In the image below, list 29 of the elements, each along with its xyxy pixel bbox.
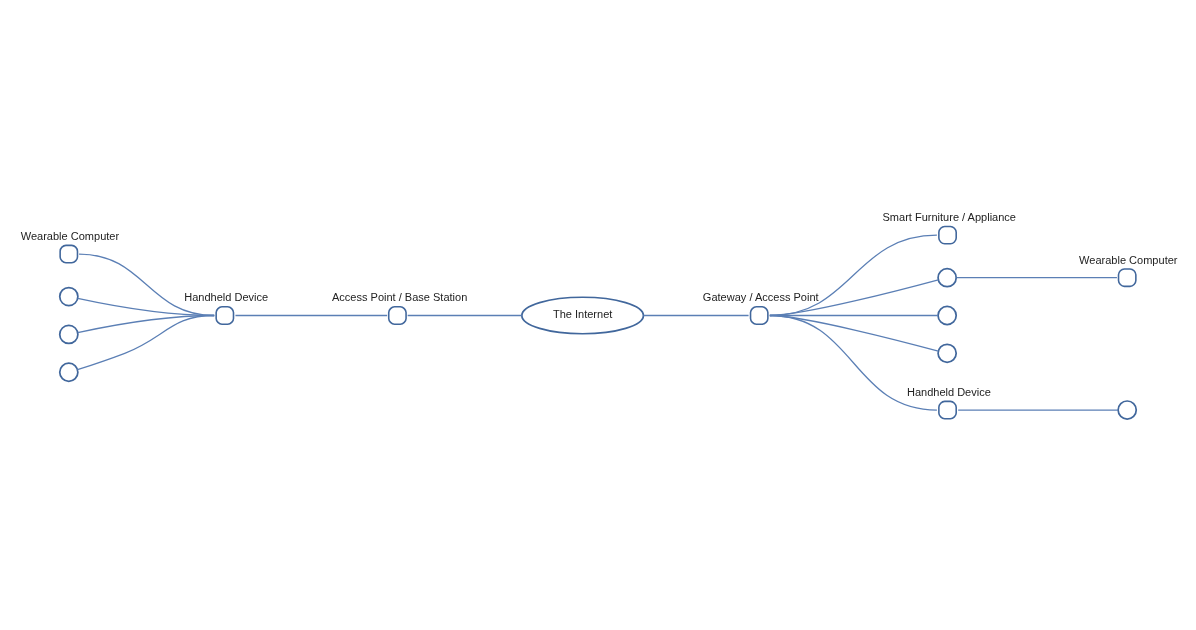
node-label: Smart Furniture / Appliance — [882, 210, 1017, 223]
node-circle — [58, 361, 79, 382]
node-label: Handheld Device — [184, 290, 269, 303]
node-circle — [59, 244, 79, 263]
node-label: Handheld Device — [906, 385, 991, 398]
node-circle — [215, 305, 235, 325]
connector — [955, 276, 1118, 278]
node-circle — [58, 286, 79, 306]
connector — [76, 314, 215, 370]
node-circle — [938, 225, 957, 245]
node-label: Access Point / Base Station — [332, 290, 468, 303]
node-circle — [1117, 399, 1138, 420]
connector — [957, 408, 1119, 411]
node-circle — [938, 400, 957, 420]
connector — [234, 314, 388, 316]
node-label: Gateway / Access Point — [702, 290, 819, 303]
node-circle — [937, 267, 958, 288]
node-circle — [749, 305, 769, 325]
connector — [642, 314, 750, 316]
connector — [769, 314, 938, 411]
node-label: Wearable Computer — [20, 229, 120, 242]
node-circle — [58, 324, 79, 344]
connector — [407, 314, 523, 316]
node-circle — [937, 305, 958, 325]
node-label: Wearable Computer — [1079, 253, 1178, 266]
node-circle — [937, 342, 958, 363]
node-circle — [1117, 267, 1137, 287]
node-circle — [387, 305, 407, 325]
node-ellipse: The Internet — [520, 295, 645, 335]
